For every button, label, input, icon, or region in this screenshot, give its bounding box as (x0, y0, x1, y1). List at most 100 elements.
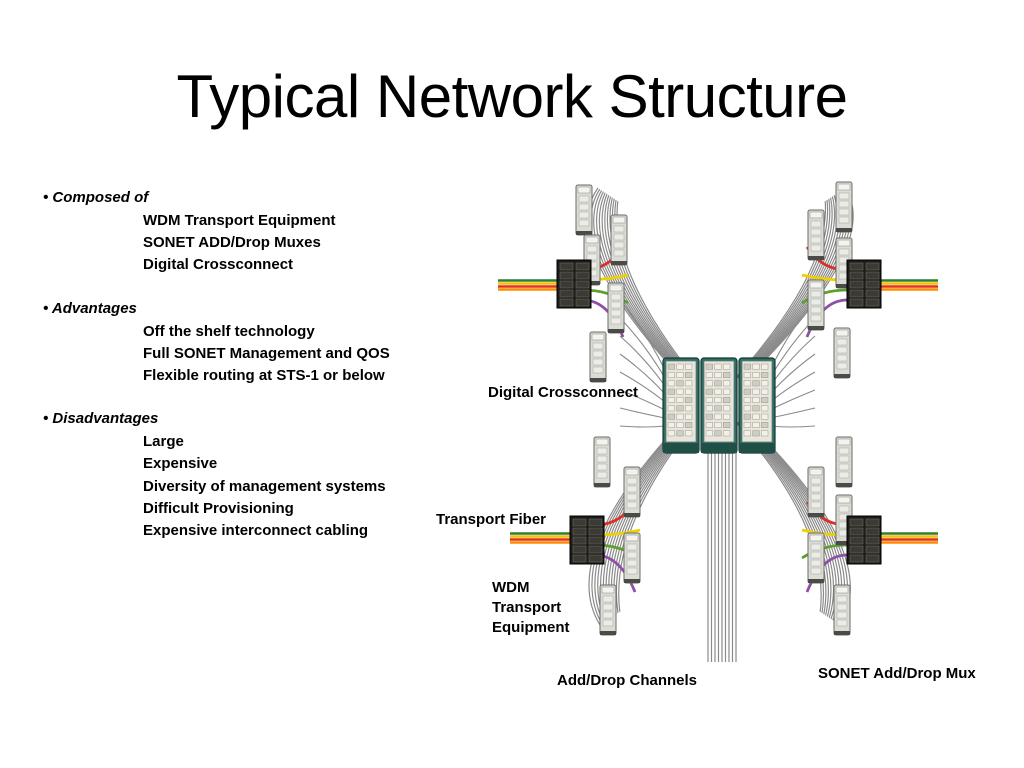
unit-top (591, 333, 605, 341)
unit-card (578, 211, 590, 219)
sonet-mux (846, 515, 882, 565)
mux-slot (572, 518, 587, 527)
cabinet-card (743, 413, 751, 420)
unit-card (810, 477, 822, 485)
mux-slot (849, 271, 864, 280)
cabinet-card (714, 372, 722, 378)
wdm-unit (575, 184, 593, 236)
mux-slot (865, 527, 880, 536)
cable-line (608, 425, 687, 617)
cabinet-card (685, 363, 693, 370)
unit-top (585, 236, 599, 244)
unit-base (808, 326, 824, 330)
cabinet-card (714, 388, 722, 395)
unit-card (586, 245, 598, 253)
cable-line (598, 192, 678, 369)
mux-slot (849, 262, 864, 271)
unit-top (577, 186, 591, 194)
wdm-unit (607, 282, 625, 334)
unit-card (810, 567, 822, 575)
cabinet-card (685, 430, 693, 437)
wdm-unit (833, 327, 851, 379)
list-item: Digital Crossconnect (143, 256, 294, 274)
unit-top (625, 468, 639, 476)
cabinet-card (752, 413, 760, 420)
cabinet-card (743, 405, 751, 412)
unit-card (810, 298, 822, 306)
mux-slot (588, 554, 603, 563)
cabinet-card (743, 397, 751, 403)
mux-slot (559, 289, 574, 298)
unit-card (602, 611, 614, 619)
unit-card (810, 501, 822, 509)
cabinet-card (714, 397, 722, 403)
unit-base (808, 513, 824, 517)
mux-slot (572, 554, 587, 563)
unit-card (602, 603, 614, 611)
unit-card (626, 567, 638, 575)
unit-card (613, 233, 625, 241)
cabinet-card (705, 397, 713, 403)
cabinet-card (761, 422, 769, 428)
cabinet-card (705, 388, 713, 395)
unit-top (609, 284, 623, 292)
cabinet-card (705, 413, 713, 420)
unit-base (624, 579, 640, 583)
unit-card (602, 595, 614, 603)
cabinet-card (723, 422, 731, 428)
unit-top (837, 496, 851, 504)
unit-base (600, 631, 616, 635)
unit-base (608, 329, 624, 333)
mux-slot (865, 554, 880, 563)
cable-line (619, 353, 666, 395)
unit-card (810, 228, 822, 236)
list-item: Diversity of management systems (143, 477, 386, 495)
cable-line (619, 317, 666, 379)
unit-card (810, 244, 822, 252)
cabinet-card (676, 397, 684, 403)
unit-card (810, 551, 822, 559)
cabinet-card (667, 422, 675, 428)
cabinet-card (743, 380, 751, 387)
cabinet-card (743, 363, 751, 370)
unit-card (810, 543, 822, 551)
unit-top (595, 438, 609, 446)
heading-text: Disadvantages (52, 410, 159, 428)
unit-top (809, 534, 823, 542)
mux-slot (575, 271, 590, 280)
unit-card (838, 200, 850, 208)
cabinet-base (701, 443, 737, 453)
cable-line (619, 299, 666, 371)
cabinet-card (761, 413, 769, 420)
cabinet-card (752, 397, 760, 403)
cabinet-card (676, 363, 684, 370)
unit-card (596, 447, 608, 455)
unit-card (596, 455, 608, 463)
unit-card (596, 471, 608, 479)
cable-line (619, 389, 666, 411)
cable-line (731, 201, 827, 383)
mux-slot (865, 271, 880, 280)
wdm-unit (599, 584, 617, 636)
unit-base (808, 579, 824, 583)
unit-card (592, 342, 604, 350)
cabinet-card (667, 380, 675, 387)
cabinet-card (761, 388, 769, 395)
mux-slot (575, 289, 590, 298)
mux-slot (559, 271, 574, 280)
cabinet-card (723, 372, 731, 378)
mux-slot (572, 536, 587, 545)
unit-top (809, 281, 823, 289)
mux-slot (849, 280, 864, 289)
mux-slot (588, 545, 603, 554)
cable-line (769, 425, 816, 428)
cabinet-card (743, 430, 751, 437)
mux-slot (865, 280, 880, 289)
label-wdm-transport-equipment: WDM Transport Equipment (492, 578, 570, 638)
cable-line (743, 196, 836, 375)
unit-top (625, 534, 639, 542)
cabinet-card (705, 405, 713, 412)
unit-card (810, 559, 822, 567)
unit-card (838, 192, 850, 200)
unit-card (592, 358, 604, 366)
